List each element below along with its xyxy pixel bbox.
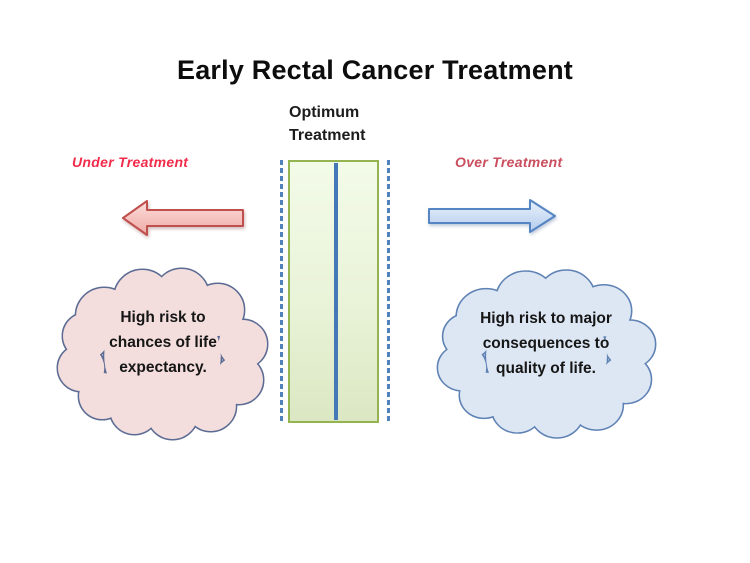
under-cloud-text: High risk to chances of life expectancy. (109, 309, 217, 376)
optimum-treatment-band (280, 160, 390, 424)
under-treatment-label: Under Treatment (72, 154, 189, 170)
right-arrow-shape (428, 199, 556, 233)
left-arrow-shape (122, 200, 244, 236)
under-treatment-arrow (122, 200, 244, 236)
over-treatment-label: Over Treatment (455, 154, 563, 170)
optimum-band-rect (288, 160, 379, 423)
over-treatment-arrow (428, 199, 556, 233)
page-title: Early Rectal Cancer Treatment (177, 55, 573, 85)
over-cloud-text: High risk to major consequences to quali… (480, 310, 612, 377)
optimum-treatment-label: Optimum Treatment (289, 104, 366, 144)
